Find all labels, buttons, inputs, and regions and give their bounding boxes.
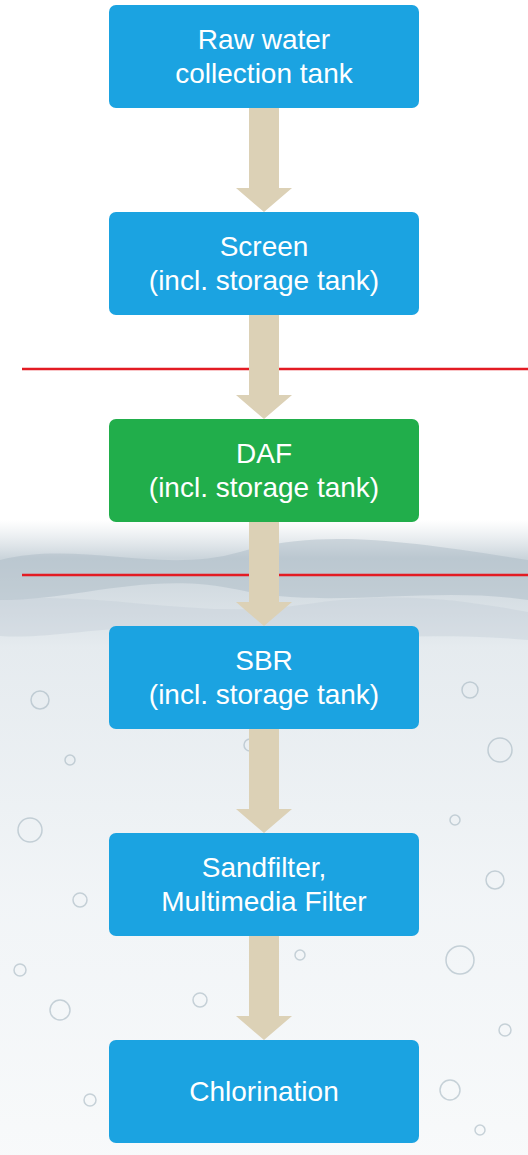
- box-label: Chlorination: [189, 1075, 338, 1109]
- process-box: Screen (incl. storage tank): [109, 212, 419, 315]
- flow-arrow: [236, 108, 292, 212]
- flow-arrow: [236, 522, 292, 626]
- box-label: SBR (incl. storage tank): [149, 644, 379, 711]
- process-box: Raw water collection tank: [109, 5, 419, 108]
- flow-arrow: [236, 729, 292, 833]
- box-label: DAF (incl. storage tank): [149, 437, 379, 504]
- flow-arrow: [236, 315, 292, 419]
- flow-arrow: [236, 936, 292, 1040]
- process-box: DAF (incl. storage tank): [109, 419, 419, 522]
- box-label: Sandfilter, Multimedia Filter: [161, 851, 366, 918]
- box-label: Raw water collection tank: [175, 23, 352, 90]
- box-label: Screen (incl. storage tank): [149, 230, 379, 297]
- process-box: Chlorination: [109, 1040, 419, 1143]
- process-box: SBR (incl. storage tank): [109, 626, 419, 729]
- process-box: Sandfilter, Multimedia Filter: [109, 833, 419, 936]
